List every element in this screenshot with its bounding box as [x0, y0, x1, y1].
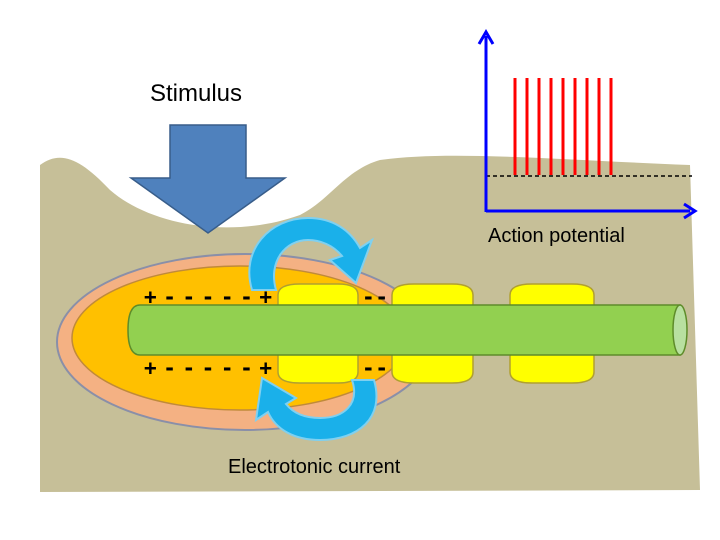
axon	[127, 304, 688, 356]
charge-lower-right: --	[362, 356, 388, 380]
charge-upper-right: --	[362, 285, 388, 309]
electrotonic-current-label: Electrotonic current	[228, 456, 401, 478]
charge-upper-left: +-----+	[144, 285, 272, 309]
charge-lower-left: +-----+	[144, 356, 272, 380]
ap-axes	[477, 29, 698, 220]
stimulus-label: Stimulus	[150, 80, 243, 107]
stimulus-arrow-icon	[128, 124, 288, 234]
action-potential-spikes	[513, 78, 613, 175]
action-potential-label: Action potential	[488, 225, 625, 247]
current-arrow-lower-icon	[254, 376, 378, 442]
current-arrow-upper-icon	[248, 216, 375, 291]
